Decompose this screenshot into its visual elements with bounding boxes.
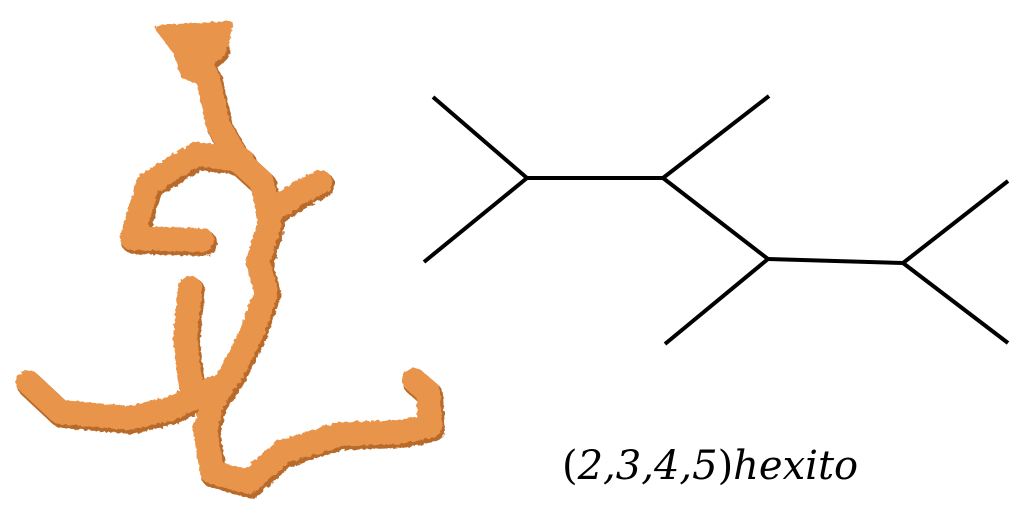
graph-edge xyxy=(422,176,529,264)
graph-edge xyxy=(901,179,1010,265)
graph-edge xyxy=(661,94,771,180)
figure-caption: (2,3,4,5)hexito xyxy=(562,440,858,492)
caption-close-paren: ) xyxy=(717,443,734,489)
graph-edge xyxy=(663,257,770,346)
graph-edge xyxy=(767,257,904,265)
caption-word: hexito xyxy=(733,443,859,489)
tubular-surface-render xyxy=(16,21,445,498)
caption-numbers: 2,3,4,5 xyxy=(577,443,718,489)
graph-edge xyxy=(661,176,770,261)
caption-open-paren: ( xyxy=(562,443,578,489)
graph-edge xyxy=(901,261,1010,345)
surface-body xyxy=(16,24,442,494)
graph-edge xyxy=(431,95,529,180)
tree-graph xyxy=(422,94,1010,346)
surface-top-funnel xyxy=(155,21,233,85)
